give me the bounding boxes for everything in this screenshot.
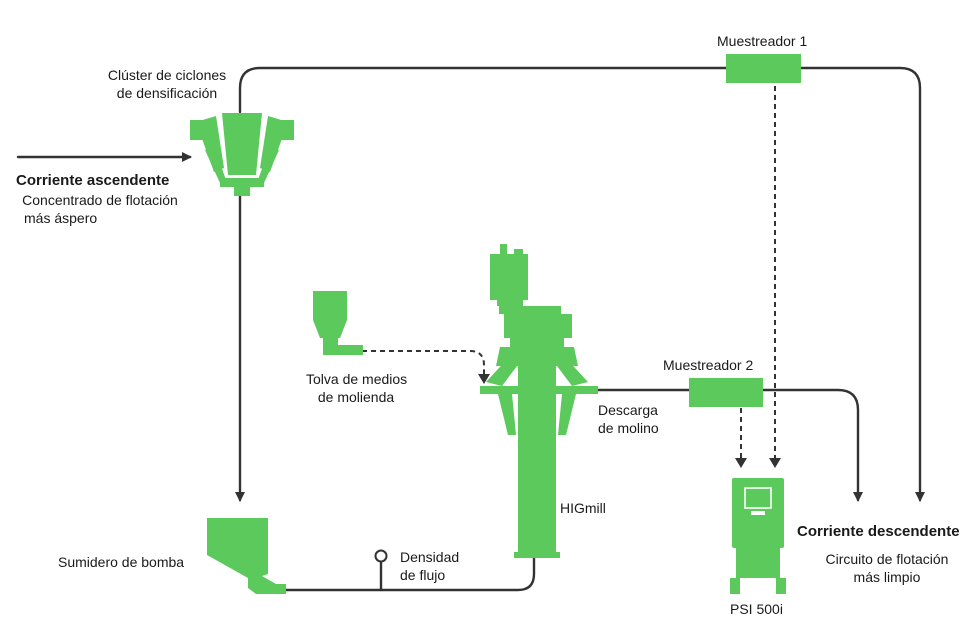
pump-sump-label: Sumidero de bomba (58, 554, 185, 570)
sampler-2-arrowhead (735, 458, 747, 468)
sampler-1-label: Muestreador 1 (717, 33, 808, 49)
hopper-label: Tolva de medios de molienda (306, 371, 408, 405)
downstream-title: Corriente descendente (797, 523, 960, 540)
psi-label: PSI 500i (730, 601, 783, 617)
cyclone-cluster-icon (190, 113, 294, 196)
sampler-1-icon (726, 54, 801, 83)
cyclone-overflow-line (238, 66, 925, 502)
upstream-description: Concentrado de flotación más áspero (22, 192, 178, 226)
cyclone-cluster-label: Clúster de ciclones de densificación (107, 67, 227, 101)
mill-discharge-label: Descarga de molino (598, 402, 659, 436)
upstream-title: Corriente ascendente (16, 172, 170, 189)
higmill-label: HIGmill (560, 500, 606, 516)
sampler-2-label: Muestreador 2 (663, 357, 754, 373)
downstream-description: Circuito de flotación más limpio (825, 551, 949, 585)
flow-density-label: Densidad de flujo (400, 549, 460, 583)
higmill-icon (480, 244, 598, 558)
hopper-dashed-line (362, 350, 485, 374)
sampler-1-arrowhead (769, 458, 781, 468)
psi-500i-icon (730, 478, 786, 594)
hopper-icon (313, 291, 363, 355)
pump-sump-icon (207, 518, 286, 594)
hopper-arrowhead (478, 374, 490, 384)
sampler-2-icon (689, 378, 763, 407)
mill-discharge-line (596, 388, 863, 502)
flow-density-icon (374, 549, 388, 563)
pump-to-mill-line (284, 554, 536, 592)
